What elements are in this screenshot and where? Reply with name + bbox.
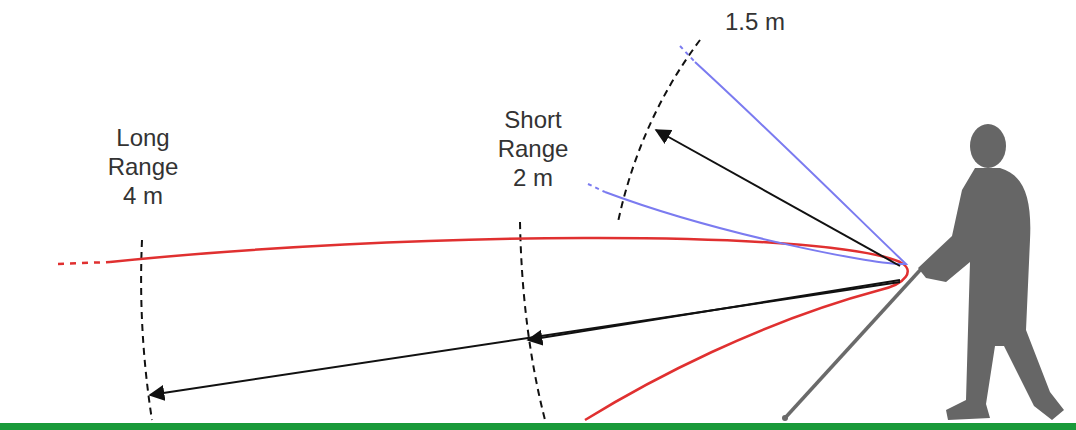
cane xyxy=(785,268,922,418)
range-label: Long Range 4 m xyxy=(101,124,185,210)
upper-beam-extension xyxy=(588,184,605,192)
long-range-arc xyxy=(141,240,152,420)
range-arrow xyxy=(150,282,900,395)
ground-line xyxy=(0,423,1076,430)
person-silhouette xyxy=(918,168,1064,420)
upper-beam xyxy=(605,62,906,264)
distance-label: 1.5 m xyxy=(700,8,810,37)
cane-tip xyxy=(782,415,788,421)
range-arrow xyxy=(656,130,900,266)
upper-beam-extension xyxy=(680,46,695,62)
person-head xyxy=(970,124,1006,168)
long-beam xyxy=(110,238,908,420)
range-label: Short Range 2 m xyxy=(491,106,575,192)
short-range-arc xyxy=(520,222,545,420)
long-beam-extension xyxy=(58,262,110,264)
